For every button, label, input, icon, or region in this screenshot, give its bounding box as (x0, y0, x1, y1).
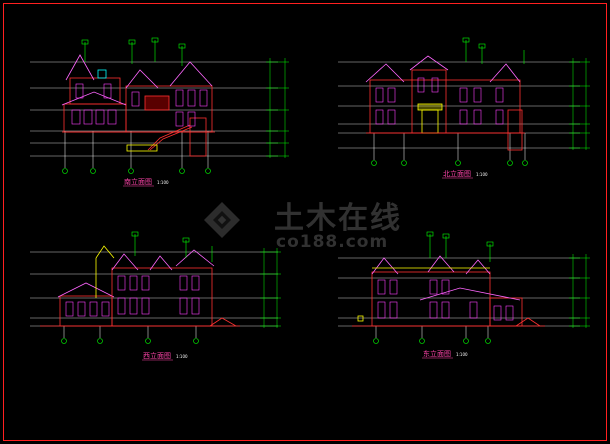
watermark-english: co188.com (276, 232, 388, 252)
elevation-drawing-3: 西立面图 1:100 (30, 231, 281, 361)
elevation-3-guidelines (30, 251, 278, 327)
elevation-3-title: 西立面图 (143, 351, 171, 360)
elevation-3-grid-axes (63, 326, 197, 338)
sheet-border (3, 3, 607, 441)
watermark-logo-icon (204, 202, 240, 238)
elevation-1-axis-bubbles (62, 168, 211, 174)
elevation-4-title: 东立面图 (423, 349, 451, 358)
elevation-3-windows (65, 275, 200, 317)
elevation-4-dimension-chain (569, 254, 590, 328)
elevation-4-windows (377, 279, 514, 321)
elevation-4-axis-bubbles (373, 338, 491, 344)
elevation-4-building (352, 255, 545, 327)
elevation-drawing-2: 北立面图 1:100 (338, 37, 590, 179)
elevation-2-title: 北立面图 (443, 169, 471, 178)
elevation-4-chimneys (426, 231, 494, 262)
watermark: 土木在线 co188.com (204, 201, 402, 252)
elevation-2-axis-bubbles (371, 160, 528, 166)
elevation-2-scale: 1:100 (476, 172, 488, 177)
elevation-2-grid-axes (373, 133, 526, 160)
elevation-2-chimneys (462, 37, 525, 64)
elevation-4-scale: 1:100 (456, 352, 468, 357)
elevation-drawing-4: 东立面图 1:100 (338, 231, 590, 359)
watermark-chinese: 土木在线 (274, 201, 402, 236)
elevation-3-building (40, 245, 240, 327)
elevation-drawing-1: 南立面图 1:100 (30, 37, 289, 187)
elevation-2-dimension-chain (569, 58, 590, 150)
elevation-1-dimension-chain (266, 58, 289, 158)
elevation-2-building (365, 55, 525, 151)
elevation-1-scale: 1:100 (157, 180, 169, 185)
elevation-1-chimneys (81, 37, 186, 66)
elevation-2-windows (375, 77, 504, 125)
elevation-3-scale: 1:100 (176, 354, 188, 359)
elevation-2-guidelines (338, 61, 580, 149)
elevation-1-building (61, 54, 215, 157)
elevation-3-axis-bubbles (61, 338, 199, 344)
elevation-4-grid-axes (375, 326, 489, 338)
elevation-1-title: 南立面图 (124, 177, 152, 186)
elevation-3-dimension-chain (260, 248, 281, 328)
elevation-1-grid-axes (64, 131, 209, 168)
elevation-1-windows (71, 83, 208, 127)
elevation-3-chimneys (131, 231, 213, 262)
